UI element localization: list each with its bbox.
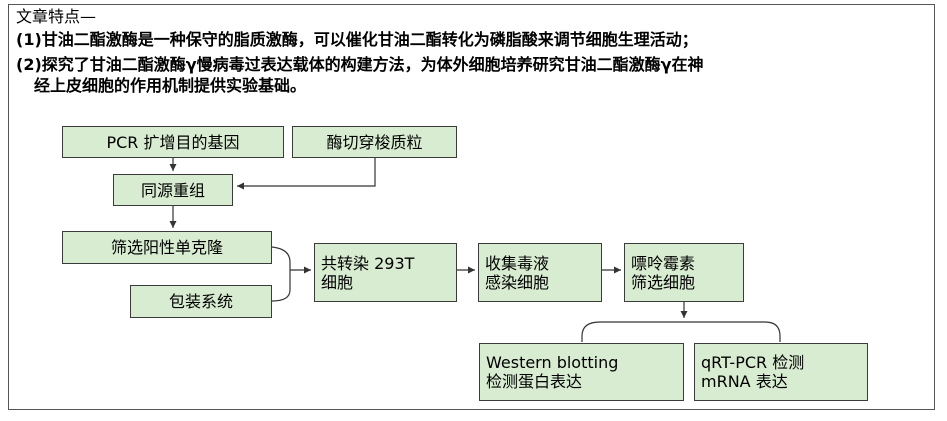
step-enzyme-digest: 酶切穿梭质粒	[292, 126, 457, 158]
step-western-blotting: Western blotting 检测蛋白表达	[479, 343, 684, 401]
step-collect-label: 收集毒液 感染细胞	[485, 253, 550, 292]
step-western-label: Western blotting 检测蛋白表达	[486, 353, 619, 391]
feature-point-1: (1)甘油二酯激酶是一种保守的脂质激酶，可以催化甘油二酯转化为磷脂酸来调节细胞生…	[16, 30, 698, 49]
step-screen-positive-clone: 筛选阳性单克隆	[62, 231, 272, 264]
step-puro-label: 嘌呤霉素 筛选细胞	[631, 253, 696, 292]
step-screen-label: 筛选阳性单克隆	[110, 238, 223, 257]
step-pcr-label: PCR 扩增目的基因	[106, 132, 240, 152]
step-transfect-label: 共转染 293T 细胞	[321, 253, 415, 292]
step-enzyme-label: 酶切穿梭质粒	[326, 132, 423, 152]
section-heading: 文章特点—	[16, 7, 97, 26]
step-homologous-recombination: 同源重组	[113, 174, 233, 206]
step-qpcr-label: qRT-PCR 检测 mRNA 表达	[701, 353, 805, 391]
feature-point-2: (2)探究了甘油二酯激酶γ慢病毒过表达载体的构建方法，为体外细胞培养研究甘油二酯…	[16, 55, 704, 74]
figure-frame	[8, 4, 935, 410]
step-cotransfect-293t: 共转染 293T 细胞	[314, 243, 457, 302]
step-collect-virus: 收集毒液 感染细胞	[478, 243, 602, 302]
step-qrt-pcr: qRT-PCR 检测 mRNA 表达	[694, 343, 868, 401]
step-package-label: 包装系统	[168, 292, 233, 311]
step-recombine-label: 同源重组	[140, 180, 205, 200]
step-packaging-system: 包装系统	[130, 285, 272, 318]
step-pcr-amplify: PCR 扩增目的基因	[62, 126, 284, 158]
feature-point-2-continued: 经上皮细胞的作用机制提供实验基础。	[34, 76, 307, 95]
step-puromycin-selection: 嘌呤霉素 筛选细胞	[624, 243, 744, 302]
